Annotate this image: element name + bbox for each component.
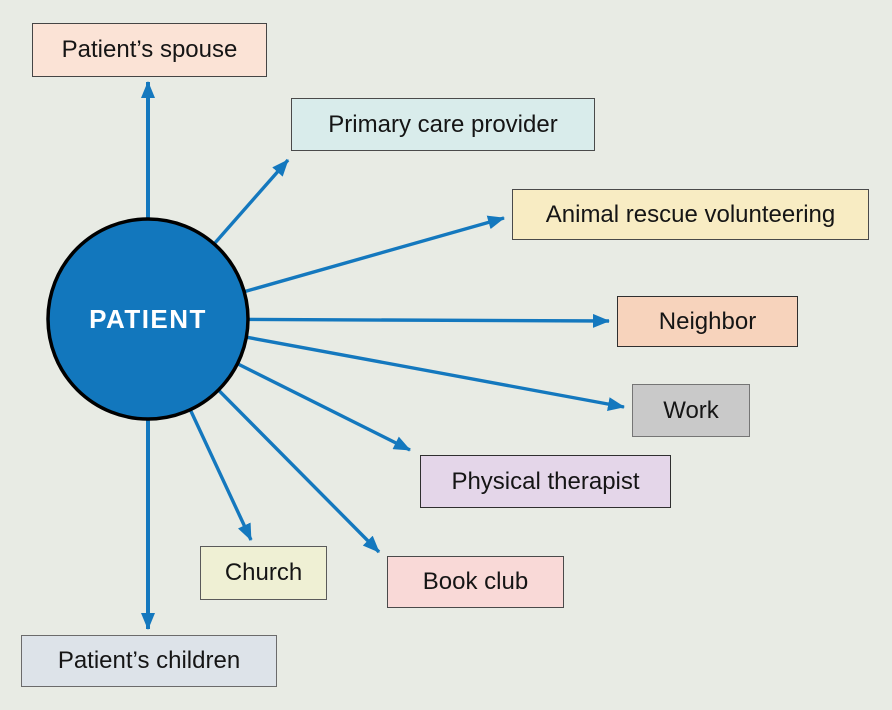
node-neighbor-label: Neighbor	[658, 307, 757, 335]
node-patients-spouse-label: Patient’s spouse	[61, 36, 238, 63]
node-primary-care-provider: Primary care provider	[291, 98, 595, 151]
node-animal-rescue-volunteering-label: Animal rescue volunteering	[545, 200, 836, 228]
node-primary-care-provider-label: Primary care provider	[328, 110, 558, 138]
node-church-label: Church	[224, 559, 303, 586]
node-physical-therapist: Physical therapist	[420, 455, 671, 508]
node-patients-children-label: Patient’s children	[57, 647, 241, 674]
patient-circle	[46, 217, 250, 421]
node-patients-children: Patient’s children	[21, 635, 277, 687]
node-work-label: Work	[663, 396, 719, 424]
patient-circle-label: PATIENT	[89, 304, 207, 334]
node-church: Church	[200, 546, 327, 600]
node-book-club: Book club	[387, 556, 564, 608]
node-book-club-label: Book club	[422, 568, 529, 595]
node-work: Work	[632, 384, 750, 437]
node-neighbor: Neighbor	[617, 296, 798, 347]
node-physical-therapist-label: Physical therapist	[451, 467, 640, 495]
node-patients-spouse: Patient’s spouse	[32, 23, 267, 77]
node-animal-rescue-volunteering: Animal rescue volunteering	[512, 189, 869, 240]
